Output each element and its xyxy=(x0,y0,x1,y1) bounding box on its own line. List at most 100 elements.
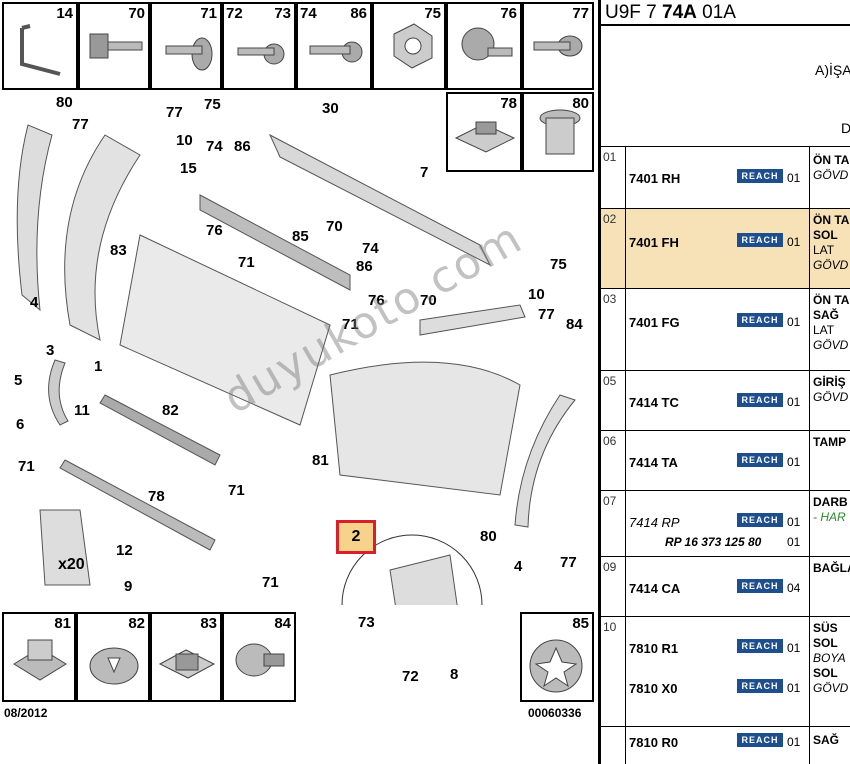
table-row[interactable]: 06 7414 TA REACH 01 TAMP xyxy=(601,430,850,490)
part-description: TAMP xyxy=(813,435,846,450)
callout-label: 71 xyxy=(18,458,35,475)
screw-icon xyxy=(533,35,583,57)
callout-label: 3 xyxy=(46,342,55,359)
callout-label: 1 xyxy=(94,358,103,375)
thumb-number: 14 xyxy=(56,5,73,22)
table-row[interactable]: 7810 R0 REACH 01 SAĞ xyxy=(601,726,850,764)
callout-label: 82 xyxy=(162,402,179,419)
table-row[interactable]: 03 7401 FG REACH 01 ÖN TA SAĞ LAT GÖVD xyxy=(601,288,850,370)
reach-badge: REACH xyxy=(737,679,783,693)
part-reference: 7401 RH xyxy=(629,171,681,186)
callout-label: 80 xyxy=(480,528,497,545)
thumb-number: 70 xyxy=(128,5,145,22)
callout-label: 84 xyxy=(566,316,583,333)
part-description: DARB - HAR xyxy=(813,495,848,525)
footer-date: 08/2012 xyxy=(4,706,48,720)
table-row[interactable]: 07 7414 RP REACH 01 RP 16 373 125 80 01 … xyxy=(601,490,850,556)
push-nut-icon xyxy=(89,647,139,685)
callout-label: 86 xyxy=(234,138,251,155)
part-reference: 7414 CA xyxy=(629,581,681,596)
clip-nut-icon xyxy=(13,639,67,681)
table-row[interactable]: 01 7401 RH REACH 01 ÖN TA GÖVD xyxy=(601,146,850,208)
table-row[interactable]: 09 7414 CA REACH 04 BAĞLA xyxy=(601,556,850,616)
desc-line: SOL xyxy=(813,228,838,242)
row-index: 03 xyxy=(603,292,617,306)
callout-label: 72 xyxy=(402,668,419,685)
desc-line: BOYA xyxy=(813,651,846,665)
desc-line: DARB xyxy=(813,495,848,509)
reach-badge: REACH xyxy=(737,513,783,527)
table-row-selected[interactable]: 02 7401 FH REACH 01 ÖN TA SOL LAT GÖVD xyxy=(601,208,850,288)
desc-line: SÜS xyxy=(813,621,838,635)
thumb-number: 77 xyxy=(572,5,589,22)
callout-label: 15 xyxy=(180,160,197,177)
row-index: 09 xyxy=(603,560,617,574)
row-index: 10 xyxy=(603,620,617,634)
thumb-number: 81 xyxy=(54,615,71,632)
thumb-number: 73 xyxy=(274,5,291,22)
part-description: BAĞLA xyxy=(813,561,850,576)
desc-line: GÖVD xyxy=(813,681,849,695)
callout-label: 77 xyxy=(538,306,555,323)
desc-line: SAĞ xyxy=(813,308,840,322)
rivet-nut-icon xyxy=(539,109,581,155)
reach-badge: REACH xyxy=(737,393,783,407)
thumb-part-70[interactable]: 70 xyxy=(78,2,150,90)
part-quantity: 01 xyxy=(787,515,801,529)
row-index: 06 xyxy=(603,434,617,448)
desc-line: BAĞLA xyxy=(813,561,850,575)
thumb-part-76[interactable]: 76 xyxy=(446,2,522,90)
desc-line: GÖVD xyxy=(813,390,849,404)
callout-label: 76 xyxy=(206,222,223,239)
thumb-number: 85 xyxy=(572,615,589,632)
parts-list-header: U9F 7 74A 01A xyxy=(601,0,850,26)
callout-label: 6 xyxy=(16,416,25,433)
callout-label: 77 xyxy=(560,554,577,571)
part-quantity: 01 xyxy=(787,235,801,249)
part-reference: 7414 RP xyxy=(629,515,680,530)
thumb-part-84[interactable]: 84 xyxy=(222,612,296,702)
table-row[interactable]: 10 7810 R1 REACH 01 7810 X0 REACH 01 SÜS… xyxy=(601,616,850,726)
thumb-part-85[interactable]: 85 xyxy=(520,612,594,702)
desc-line: SOL xyxy=(813,666,838,680)
callout-label: 75 xyxy=(550,256,567,273)
thumb-part-71[interactable]: 71 xyxy=(150,2,222,90)
thumb-part-83[interactable]: 83 xyxy=(150,612,222,702)
thumb-part-78[interactable]: 78 xyxy=(446,92,522,172)
thumb-part-82[interactable]: 82 xyxy=(76,612,150,702)
star-washer-icon xyxy=(529,639,583,693)
header-note-d: D xyxy=(841,120,850,136)
desc-line: GÖVD xyxy=(813,168,849,182)
callout-label: 12 xyxy=(116,542,133,559)
desc-line: SOL xyxy=(813,636,838,650)
part-reference: 7414 TA xyxy=(629,455,678,470)
part-quantity: 01 xyxy=(787,535,801,549)
thumb-part-14[interactable]: 14 xyxy=(2,2,78,90)
thumb-part-74-86[interactable]: 74 86 xyxy=(296,2,372,90)
part-quantity: 01 xyxy=(787,395,801,409)
callout-label: 10 xyxy=(176,132,193,149)
thumb-part-80[interactable]: 80 xyxy=(522,92,594,172)
desc-line: ÖN TA xyxy=(813,153,850,167)
row-index: 01 xyxy=(603,150,617,164)
clip-icon xyxy=(454,121,516,153)
highlighted-part-2[interactable]: 2 xyxy=(336,520,376,554)
desc-line: ÖN TA xyxy=(813,293,850,307)
callout-label: 85 xyxy=(292,228,309,245)
table-row[interactable]: 05 7414 TC REACH 01 GİRİŞ GÖVD xyxy=(601,370,850,430)
thumb-part-81[interactable]: 81 xyxy=(2,612,76,702)
part-quantity: 01 xyxy=(787,735,801,749)
callout-label: 71 xyxy=(228,482,245,499)
rivet-icon xyxy=(235,643,285,677)
part-quantity: 01 xyxy=(787,641,801,655)
part-description: ÖN TA GÖVD xyxy=(813,153,849,183)
thumb-part-77[interactable]: 77 xyxy=(522,2,594,90)
parts-list-panel: U9F 7 74A 01A A)İŞA D 01 7401 RH REACH 0… xyxy=(598,0,850,764)
desc-line: ÖN TA xyxy=(813,213,850,227)
thumb-part-75[interactable]: 75 xyxy=(372,2,446,90)
thumb-part-72-73[interactable]: 72 73 xyxy=(222,2,296,90)
header-code: 74A xyxy=(662,2,697,23)
callout-label: 76 xyxy=(368,292,385,309)
callout-label: 71 xyxy=(238,254,255,271)
header-prefix: U9F 7 xyxy=(605,2,663,23)
